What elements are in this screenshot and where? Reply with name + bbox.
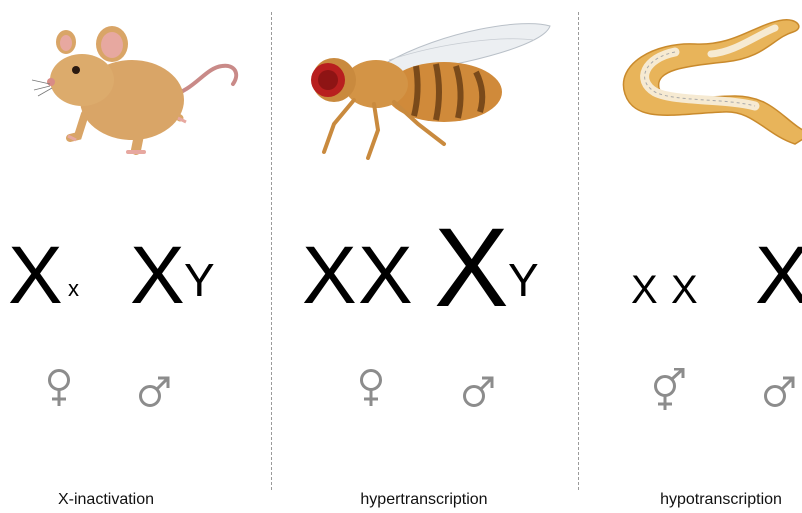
- fly-male-x-hyper: X: [434, 212, 509, 324]
- caption-hypotranscription: hypotranscription: [611, 491, 802, 509]
- mouse-female-x1: X: [8, 235, 63, 317]
- panel-mouse: X x X Y X-inactivation: [0, 0, 270, 513]
- mouse-illustration: [30, 18, 245, 163]
- panel-fruit-fly: X X X Y hypertranscription: [272, 0, 578, 513]
- worm-herm-x2: X: [671, 270, 698, 310]
- caption-x-inactivation: X-inactivation: [0, 491, 216, 509]
- fly-female-x1: X: [302, 235, 357, 317]
- panel-nematode: X X X hypotranscription: [579, 0, 802, 513]
- fly-male-y: Y: [508, 257, 539, 303]
- caption-hypertranscription: hypertranscription: [314, 491, 534, 509]
- female-symbol-icon: [358, 368, 384, 408]
- worm-male-x: X: [755, 235, 802, 317]
- fly-female-x2: X: [358, 235, 413, 317]
- nematode-illustration: [615, 14, 802, 154]
- male-symbol-icon: [763, 374, 797, 408]
- mouse-female-x2-inactive: x: [68, 278, 79, 300]
- mouse-male-x: X: [130, 235, 185, 317]
- mouse-male-y: Y: [184, 257, 215, 303]
- worm-herm-x1: X: [631, 270, 658, 310]
- male-symbol-icon: [462, 374, 496, 408]
- hermaphrodite-symbol-icon: [649, 368, 689, 412]
- fruit-fly-illustration: [294, 12, 556, 160]
- male-symbol-icon: [138, 374, 172, 408]
- female-symbol-icon: [46, 368, 72, 408]
